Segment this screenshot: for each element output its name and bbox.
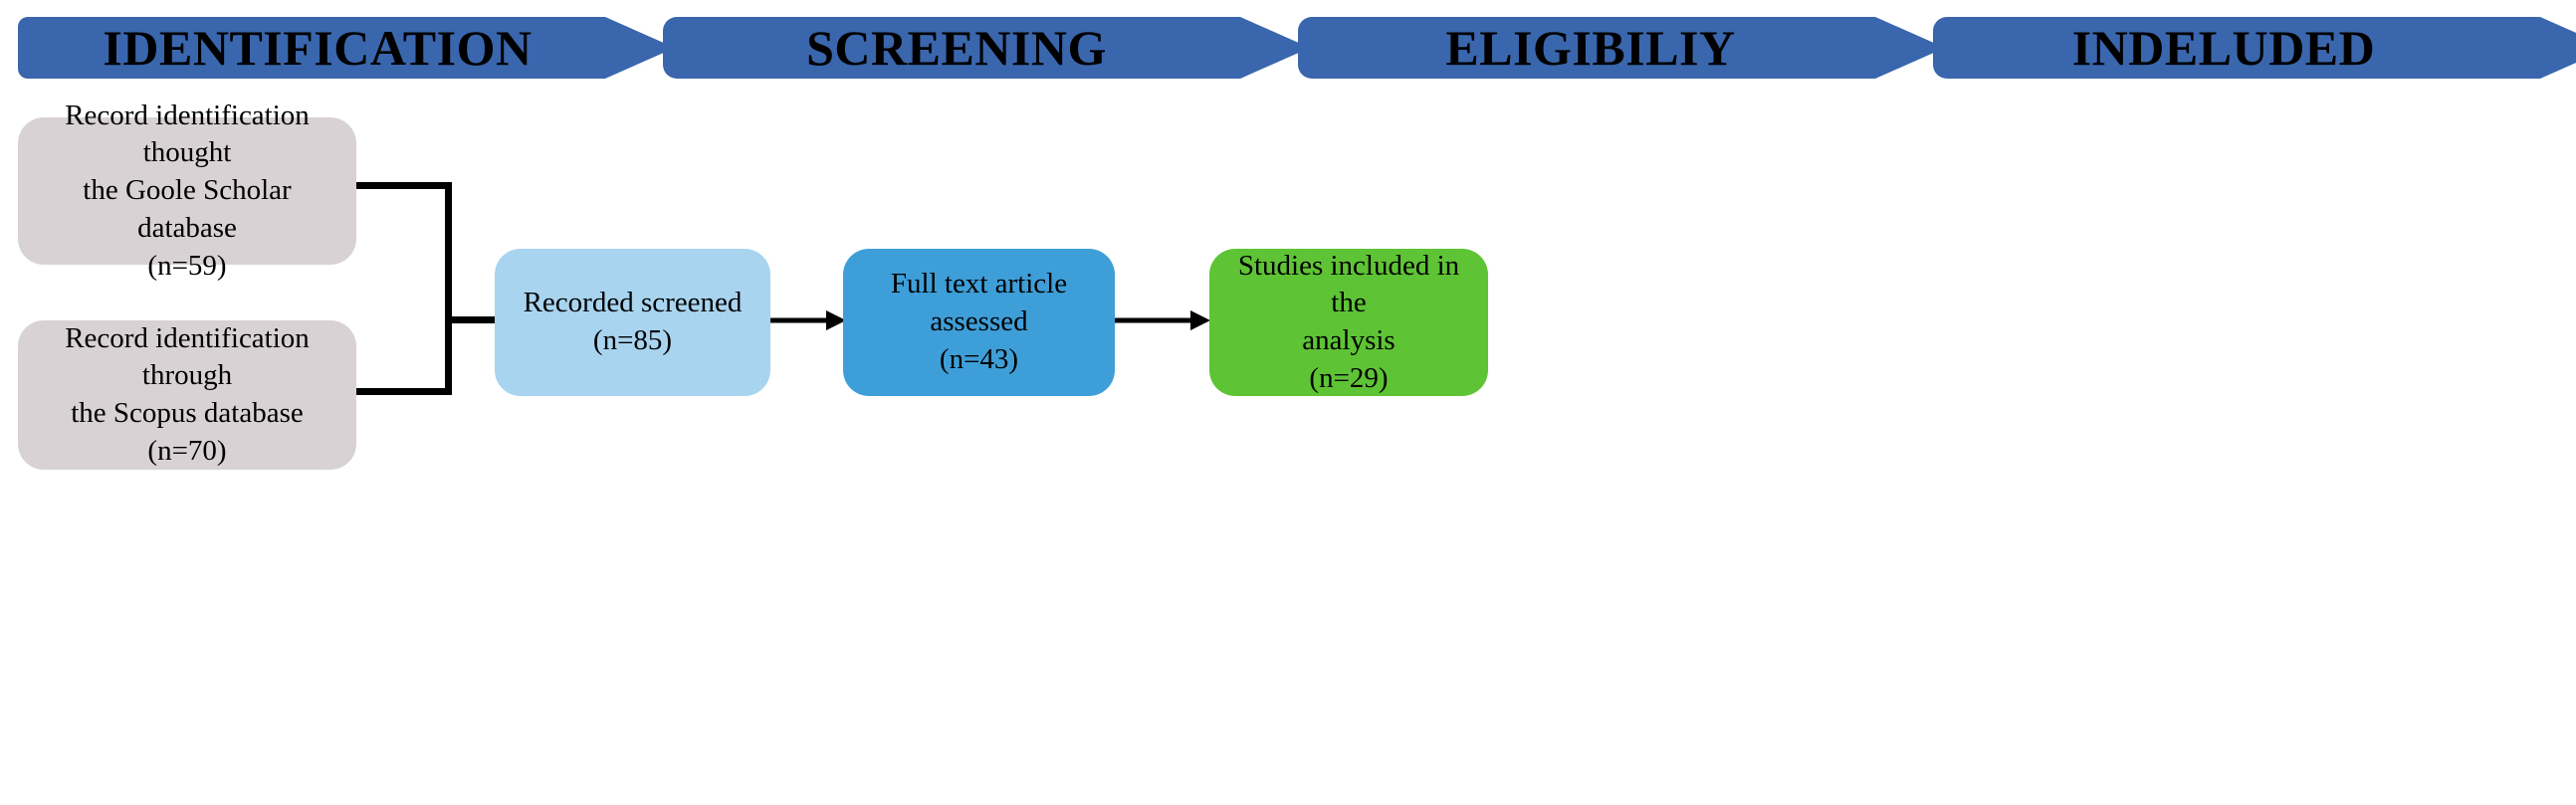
stage-chevron-label: ELIGIBILIY	[1445, 20, 1736, 76]
stage-chevron-screening: SCREENING	[663, 17, 1310, 79]
arrow-fulltext-to-included	[1113, 310, 1210, 330]
stage-box-studies-included: Studies included in the analysis (n=29)	[1209, 249, 1488, 396]
stage-box-text: Full text article assessed (n=43)	[890, 268, 1068, 375]
stage-chevron-included: INDELUDED	[1933, 17, 2576, 79]
connector-merge-stub	[445, 316, 507, 323]
source-box-text: Record identification through the Scopus…	[65, 321, 310, 467]
stage-box-records-screened: Recorded screened (n=85)	[495, 249, 770, 396]
chevron-shape-icon	[1933, 17, 2576, 79]
stage-banner: IDENTIFICATION SCREENING ELIGIBILIY INDE…	[0, 0, 2576, 109]
stage-box-text: Studies included in the analysis (n=29)	[1237, 249, 1460, 394]
stage-chevron-label: SCREENING	[806, 20, 1107, 76]
source-box-text: Record identification thought the Goole …	[65, 99, 310, 282]
stage-chevron-label: INDELUDED	[2071, 20, 2376, 76]
stage-box-text: Recorded screened (n=85)	[523, 287, 743, 356]
connector-googlescholar-horizontal	[353, 182, 452, 189]
stage-chevron-eligibility: ELIGIBILIY	[1298, 17, 1945, 79]
chevron-shape-icon	[663, 17, 1310, 79]
connector-vertical-spine	[445, 182, 452, 395]
source-box-scopus: Record identification through the Scopus…	[18, 320, 356, 470]
stage-chevron-identification: IDENTIFICATION	[18, 17, 675, 79]
stage-chevron-label: IDENTIFICATION	[103, 20, 533, 76]
stage-box-full-text-assessed: Full text article assessed (n=43)	[843, 249, 1115, 396]
source-box-google-scholar: Record identification thought the Goole …	[18, 100, 356, 282]
chevron-shape-icon	[1298, 17, 1945, 79]
arrow-screened-to-fulltext	[768, 310, 846, 330]
chevron-shape-icon	[18, 17, 675, 79]
connector-scopus-horizontal	[353, 388, 452, 395]
